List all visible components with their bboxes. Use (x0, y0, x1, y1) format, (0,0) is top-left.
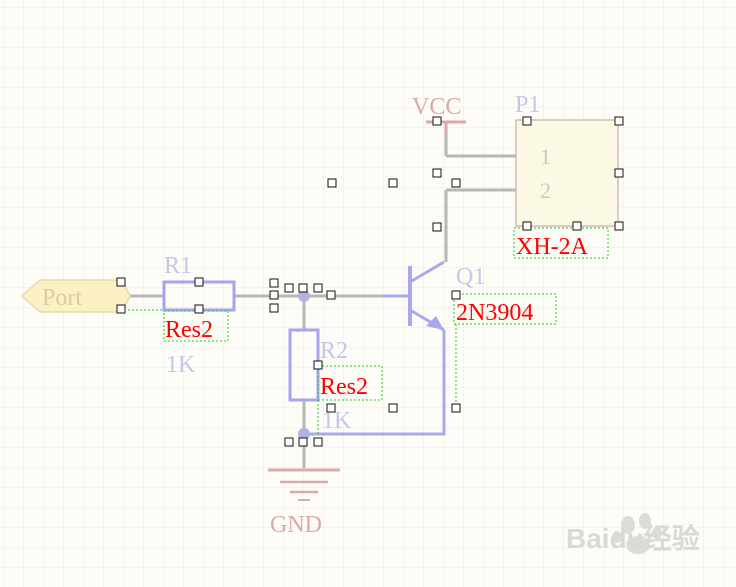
selection-handle[interactable] (313, 437, 323, 447)
selection-handle[interactable] (313, 360, 323, 370)
p1-comment[interactable]: XH-2A (516, 234, 589, 260)
selection-handle[interactable] (451, 178, 461, 188)
selection-handle[interactable] (116, 277, 126, 287)
selection-handle[interactable] (522, 221, 532, 231)
port-arrow-shape (20, 279, 131, 313)
selection-handle[interactable] (451, 403, 461, 413)
selection-handle[interactable] (572, 221, 582, 231)
selection-handle[interactable] (313, 283, 323, 293)
selection-handle[interactable] (432, 222, 442, 232)
gnd-power-port[interactable]: GND (268, 468, 340, 538)
watermark: Baidu经验 (566, 513, 700, 554)
watermark-text: Baidu经验 (566, 522, 700, 554)
r1-comment[interactable]: Res2 (165, 317, 213, 343)
p1-pin1-label: 1 (540, 144, 551, 169)
r1-designator: R1 (164, 253, 192, 279)
selection-handle[interactable] (522, 116, 532, 126)
selection-handle[interactable] (326, 290, 336, 300)
r1-value: 1K (166, 352, 196, 378)
junction-dot (298, 290, 310, 302)
p1-pin2-label: 2 (540, 178, 551, 203)
wire-emitter-return[interactable] (304, 330, 446, 436)
q1-comment-selection (453, 293, 557, 325)
junction-dot (298, 428, 310, 440)
selection-handle[interactable] (298, 283, 308, 293)
selection-handle[interactable] (194, 304, 204, 314)
selection-handle[interactable] (326, 403, 336, 413)
p1-connector[interactable]: P1 1 2 XH-2A (513, 92, 619, 260)
selection-handle[interactable] (451, 290, 461, 300)
selection-handle[interactable] (269, 303, 279, 313)
p1-designator: P1 (515, 92, 540, 118)
selection-handle[interactable] (269, 290, 279, 300)
selection-handle[interactable] (298, 437, 308, 447)
selection-handle[interactable] (327, 178, 337, 188)
p1-comment-selection (513, 227, 609, 259)
r2-designator: R2 (320, 338, 348, 364)
selection-handle[interactable] (388, 178, 398, 188)
r2-comment[interactable]: Res2 (320, 374, 368, 400)
npn-transistor-symbol (426, 316, 444, 330)
selection-handle[interactable] (116, 304, 126, 314)
q1-comment[interactable]: 2N3904 (456, 300, 533, 326)
selection-handle[interactable] (194, 277, 204, 287)
vcc-label: VCC (412, 94, 461, 120)
paw-logo (612, 513, 662, 554)
selection-handle[interactable] (269, 278, 279, 288)
q1-transistor[interactable]: Q1 2N3904 (384, 260, 557, 408)
q1-collector-lead (409, 260, 445, 284)
port-label: Port (42, 285, 82, 311)
selection-handles (116, 116, 624, 447)
selection-handle[interactable] (284, 283, 294, 293)
selection-handle[interactable] (614, 221, 624, 231)
selection-handle[interactable] (432, 168, 442, 178)
selection-handle[interactable] (614, 116, 624, 126)
vcc-power-port[interactable]: VCC (412, 94, 466, 134)
q1-designator: Q1 (456, 264, 485, 290)
gnd-label: GND (270, 512, 322, 538)
selection-handle[interactable] (284, 437, 294, 447)
p1-body (515, 119, 619, 227)
selection-handle[interactable] (388, 403, 398, 413)
port-component[interactable]: Port (20, 279, 131, 313)
selection-handle[interactable] (432, 116, 442, 126)
r2-comment-selection (317, 365, 383, 401)
selection-handle[interactable] (614, 168, 624, 178)
